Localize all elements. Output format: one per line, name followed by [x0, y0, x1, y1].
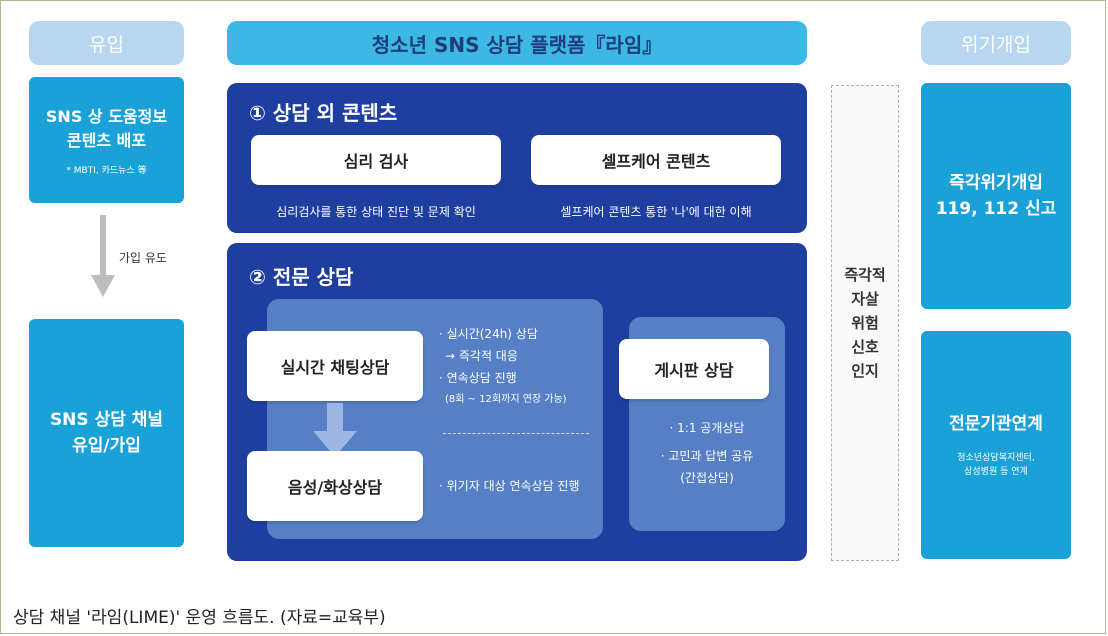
immediate-crisis-line1: 즉각위기개입 [949, 173, 1043, 193]
board-bullet-3: (간접상담) [680, 471, 734, 485]
section2-panel: ② 전문 상담 실시간 채팅상담 음성/화상상담 · 실시간(24h) 상담 →… [227, 243, 807, 561]
immediate-crisis-line2: 119, 112 신고 [935, 199, 1057, 219]
psych-test-box: 심리 검사 [251, 135, 501, 185]
crisis-header: 위기개입 [921, 21, 1071, 65]
sns-channel-line2: 유입/가입 [72, 436, 141, 456]
chat-bullet-4: (8회 ~ 12회까지 연장 가능) [445, 394, 567, 405]
sns-content-note: * MBTI, 카드뉴스 等 [66, 165, 147, 176]
voice-bullet: · 위기자 대상 연속상담 진행 [439, 479, 580, 493]
section1-title: ① 상담 외 콘텐츠 [249, 101, 398, 125]
selfcare-desc: 셀프케어 콘텐츠 통한 '나'에 대한 이해 [560, 205, 752, 219]
chat-counsel-box: 실시간 채팅상담 [247, 331, 423, 401]
board-bullet-2: · 고민과 답변 공유 [660, 449, 754, 463]
section2-title: ② 전문 상담 [249, 265, 354, 289]
down-arrow-icon [91, 215, 115, 297]
chat-bullet-2: → 즉각적 대응 [445, 349, 518, 363]
dashed-divider [443, 433, 589, 434]
platform-header: 청소년 SNS 상담 플랫폼『라임』 [227, 21, 807, 65]
chat-bullet-1: · 실시간(24h) 상담 [439, 327, 538, 341]
inflow-header: 유입 [29, 21, 184, 65]
risk-signal-column: 즉각적 자살 위험 신호 인지 [831, 85, 899, 561]
board-bullets: · 1:1 공개상담 · 고민과 답변 공유 (간접상담) [629, 417, 785, 489]
sns-channel-line1: SNS 상담 채널 [49, 410, 164, 430]
agency-link-note1: 청소년상담복지센터, [957, 453, 1035, 463]
sns-content-box: SNS 상 도움정보 콘텐츠 배포 * MBTI, 카드뉴스 等 [29, 77, 184, 203]
risk-signal-line4: 신호 [851, 338, 879, 356]
sns-content-line2: 콘텐츠 배포 [66, 130, 147, 150]
voice-video-box: 음성/화상상담 [247, 451, 423, 521]
agency-link-title: 전문기관연계 [949, 414, 1043, 434]
sns-channel-box: SNS 상담 채널 유입/가입 [29, 319, 184, 547]
join-guide-label: 가입 유도 [119, 251, 167, 265]
selfcare-box: 셀프케어 콘텐츠 [531, 135, 781, 185]
agency-link-note2: 상성병원 등 연계 [964, 467, 1028, 477]
figure-caption: 상담 채널 '라임(LIME)' 운영 흐름도. (자료=교육부) [13, 608, 386, 628]
board-counsel-box: 게시판 상담 [619, 339, 769, 399]
board-bullet-1: · 1:1 공개상담 [669, 421, 745, 435]
sns-content-line1: SNS 상 도움정보 [45, 106, 168, 126]
risk-signal-line5: 인지 [851, 362, 879, 380]
section1-panel: ① 상담 외 콘텐츠 심리 검사 셀프케어 콘텐츠 심리검사를 통한 상태 진단… [227, 83, 807, 233]
down-arrow-icon [313, 403, 357, 457]
agency-link-box: 전문기관연계 청소년상담복지센터, 상성병원 등 연계 [921, 331, 1071, 559]
psych-test-desc: 심리검사를 통한 상태 진단 및 문제 확인 [276, 205, 476, 219]
risk-signal-line1: 즉각적 [844, 266, 886, 284]
chat-bullet-3: · 연속상담 진행 [439, 371, 517, 385]
immediate-crisis-box: 즉각위기개입 119, 112 신고 [921, 83, 1071, 309]
risk-signal-line3: 위험 [851, 314, 879, 332]
chat-bullets: · 실시간(24h) 상담 → 즉각적 대응 · 연속상담 진행 (8회 ~ 1… [439, 323, 599, 411]
risk-signal-line2: 자살 [851, 290, 879, 308]
